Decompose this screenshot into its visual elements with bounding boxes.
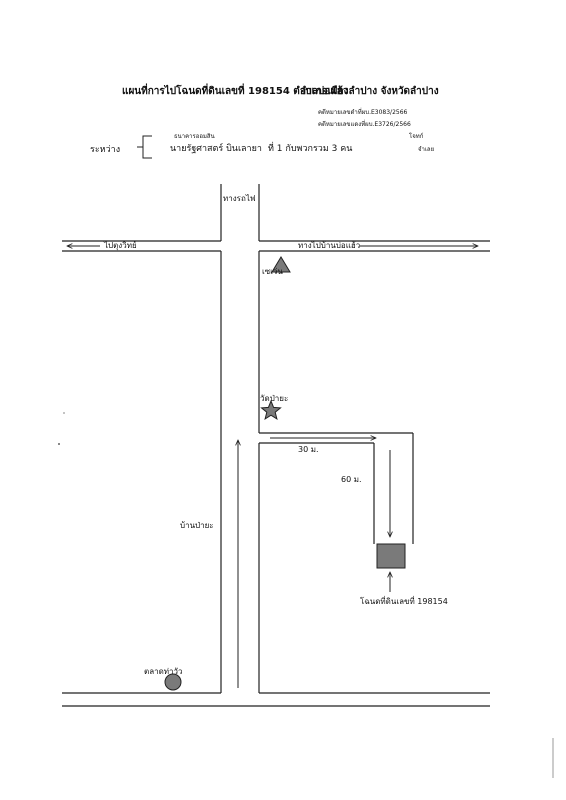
distance-30m-label: 30 ม.: [298, 445, 319, 454]
defendant-role: จำเลย: [418, 146, 435, 153]
map-title-location: อำเภอเมืองลำปาง จังหวัดลำปาง: [300, 86, 439, 97]
market-label: ตลาดท่าวัว: [144, 667, 183, 676]
parties-bracket: [137, 135, 152, 159]
to-right-label: ทางไปบ้านบ่อแฮ้ว: [298, 241, 361, 250]
seven-eleven-triangle-icon: [271, 256, 291, 273]
to-left-label: ไปตุงวิทย์: [104, 241, 137, 250]
railway-label: ทางรถไฟ: [223, 194, 256, 203]
plaintiff-name: ธนาคารออมสิน: [174, 133, 215, 140]
between-label: ระหว่าง: [90, 145, 121, 155]
market-circle-icon: [164, 673, 182, 691]
temple-star-icon: [260, 399, 282, 420]
black-case-number: คดีหมายเลขดำที่ผบ.E3083/2566: [318, 109, 408, 116]
plot-label: โฉนดที่ดินเลขที่ 198154: [360, 597, 448, 606]
map-title: แผนที่การไปโฉนดที่ดินเลขที่ 198154 ตำบลบ…: [122, 86, 349, 97]
scan-speck: [63, 412, 65, 414]
seven-eleven-label: เซเว่น: [262, 267, 283, 276]
distance-60m-label: 60 ม.: [341, 475, 362, 484]
defendant-name: นายรัฐศาสตร์ บินเลายา: [170, 144, 262, 154]
plaintiff-role: โจทก์: [409, 133, 424, 140]
red-case-number: คดีหมายเลขแดงที่ผบ.E3726/2566: [318, 121, 411, 128]
village-label: บ้านป่ายะ: [180, 521, 214, 530]
defendant-suffix: ที่ 1 กับพวกรวม 3 คน: [268, 144, 353, 154]
temple-label: วัดป่ายะ: [260, 394, 289, 403]
scan-speck: [58, 443, 60, 445]
land-plot-square-icon: [376, 543, 406, 569]
